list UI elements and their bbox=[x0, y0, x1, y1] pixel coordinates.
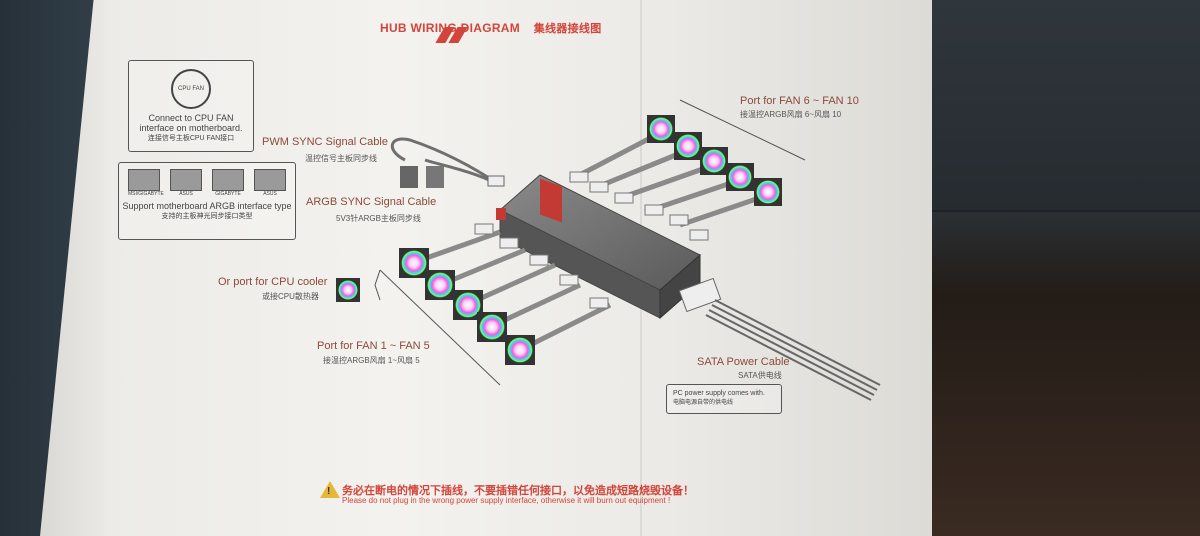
title-cn: 集线器接线图 bbox=[533, 23, 602, 35]
pwm-label: PWM SYNC Signal Cable bbox=[262, 136, 388, 148]
warning-en: Please do not plug in the wrong power su… bbox=[342, 496, 671, 505]
sata-connector-icon bbox=[678, 277, 722, 313]
mb-board-icon bbox=[128, 169, 160, 191]
sata-label-cn: SATA供电线 bbox=[738, 371, 782, 380]
cpu-fan-info-box: CPU FAN Connect to CPU FAN interface on … bbox=[128, 60, 254, 152]
bracket-lines bbox=[374, 99, 806, 386]
mb-gigabyte: GIGABYTE bbox=[212, 169, 244, 197]
cooler-bracket bbox=[374, 269, 381, 301]
psu-note-cn: 电脑电源自带的供电线 bbox=[673, 400, 734, 406]
fan-connectors-6-10 bbox=[569, 171, 709, 241]
mb-brand-label: GIGABYTE bbox=[215, 191, 241, 197]
mb-board-icon bbox=[170, 169, 202, 191]
mb-brand-label: ASUS bbox=[263, 191, 277, 197]
fan-hub-body bbox=[496, 174, 701, 320]
cpu-fan-line2: interface on motherboard. bbox=[139, 123, 243, 133]
mb-asus: ASUS bbox=[170, 169, 202, 197]
fan15-label: Port for FAN 1 ~ FAN 5 bbox=[317, 340, 430, 352]
fan610-bracket bbox=[679, 99, 806, 161]
hub-sync-plug-icon bbox=[487, 175, 505, 187]
mb-msi-gigabyte: MSI/GIGABYTE bbox=[128, 169, 164, 197]
motherboard-icons: MSI/GIGABYTE ASUS GIGABYTE ASUS bbox=[119, 163, 295, 197]
fan610-label-cn: 接温控ARGB风扇 6~风扇 10 bbox=[740, 110, 842, 119]
pwm-cable bbox=[391, 137, 501, 187]
warning-icon bbox=[320, 481, 340, 498]
argb-support-cn: 支持的主板神光同步接口类型 bbox=[161, 213, 253, 220]
cpu-cooler-icon bbox=[336, 278, 360, 302]
pwm-label-cn: 温控信号主板同步线 bbox=[305, 154, 377, 163]
fan15-label-cn: 接温控ARGB风扇 1~风扇 5 bbox=[323, 356, 420, 365]
cpu-fan-connector-icon: CPU FAN bbox=[171, 69, 211, 109]
fan-connectors-1-5 bbox=[474, 223, 609, 309]
mb-board-icon bbox=[254, 169, 286, 191]
sata-cable bbox=[678, 277, 881, 401]
mb-asus-2: ASUS bbox=[254, 169, 286, 197]
cooler-label: Or port for CPU cooler bbox=[218, 276, 328, 288]
mb-board-icon bbox=[212, 169, 244, 191]
fan610-label: Port for FAN 6 ~ FAN 10 bbox=[740, 95, 859, 107]
mb-brand-label: ASUS bbox=[179, 191, 193, 197]
argb-label-cn: 5V3针ARGB主板同步线 bbox=[336, 214, 421, 223]
mouse-mat bbox=[880, 0, 1200, 212]
fans-1-5 bbox=[399, 248, 535, 365]
argb-support-line: Support motherboard ARGB interface type bbox=[122, 201, 292, 211]
cooler-label-cn: 或接CPU散热器 bbox=[262, 292, 319, 301]
warning-mark: ! bbox=[327, 486, 331, 497]
psu-note-en: PC power supply comes with. bbox=[673, 390, 765, 397]
argb-connector-icon bbox=[426, 166, 444, 188]
cpu-fan-line1: Connect to CPU FAN bbox=[148, 113, 234, 123]
sata-label: SATA Power Cable bbox=[697, 356, 790, 368]
argb-label: ARGB SYNC Signal Cable bbox=[306, 196, 437, 208]
cpu-fan-cn: 连接信号主板CPU FAN接口 bbox=[147, 135, 235, 142]
hub-logo-strip bbox=[540, 178, 562, 223]
psu-note-box: PC power supply comes with. 电脑电源自带的供电线 bbox=[666, 384, 782, 414]
mb-brand-label: MSI/GIGABYTE bbox=[128, 191, 164, 197]
cpu-fan-icon-text: CPU FAN bbox=[177, 86, 204, 92]
argb-support-box: MSI/GIGABYTE ASUS GIGABYTE ASUS Support … bbox=[118, 162, 296, 240]
hub-red-port bbox=[496, 208, 506, 220]
fans-6-10 bbox=[647, 115, 782, 206]
pwm-connector-icon bbox=[400, 166, 418, 188]
warning-cn: 务必在断电的情况下插线，不要插错任何接口，以免造成短路烧毁设备！ bbox=[342, 485, 694, 497]
fan15-bracket bbox=[379, 269, 501, 386]
